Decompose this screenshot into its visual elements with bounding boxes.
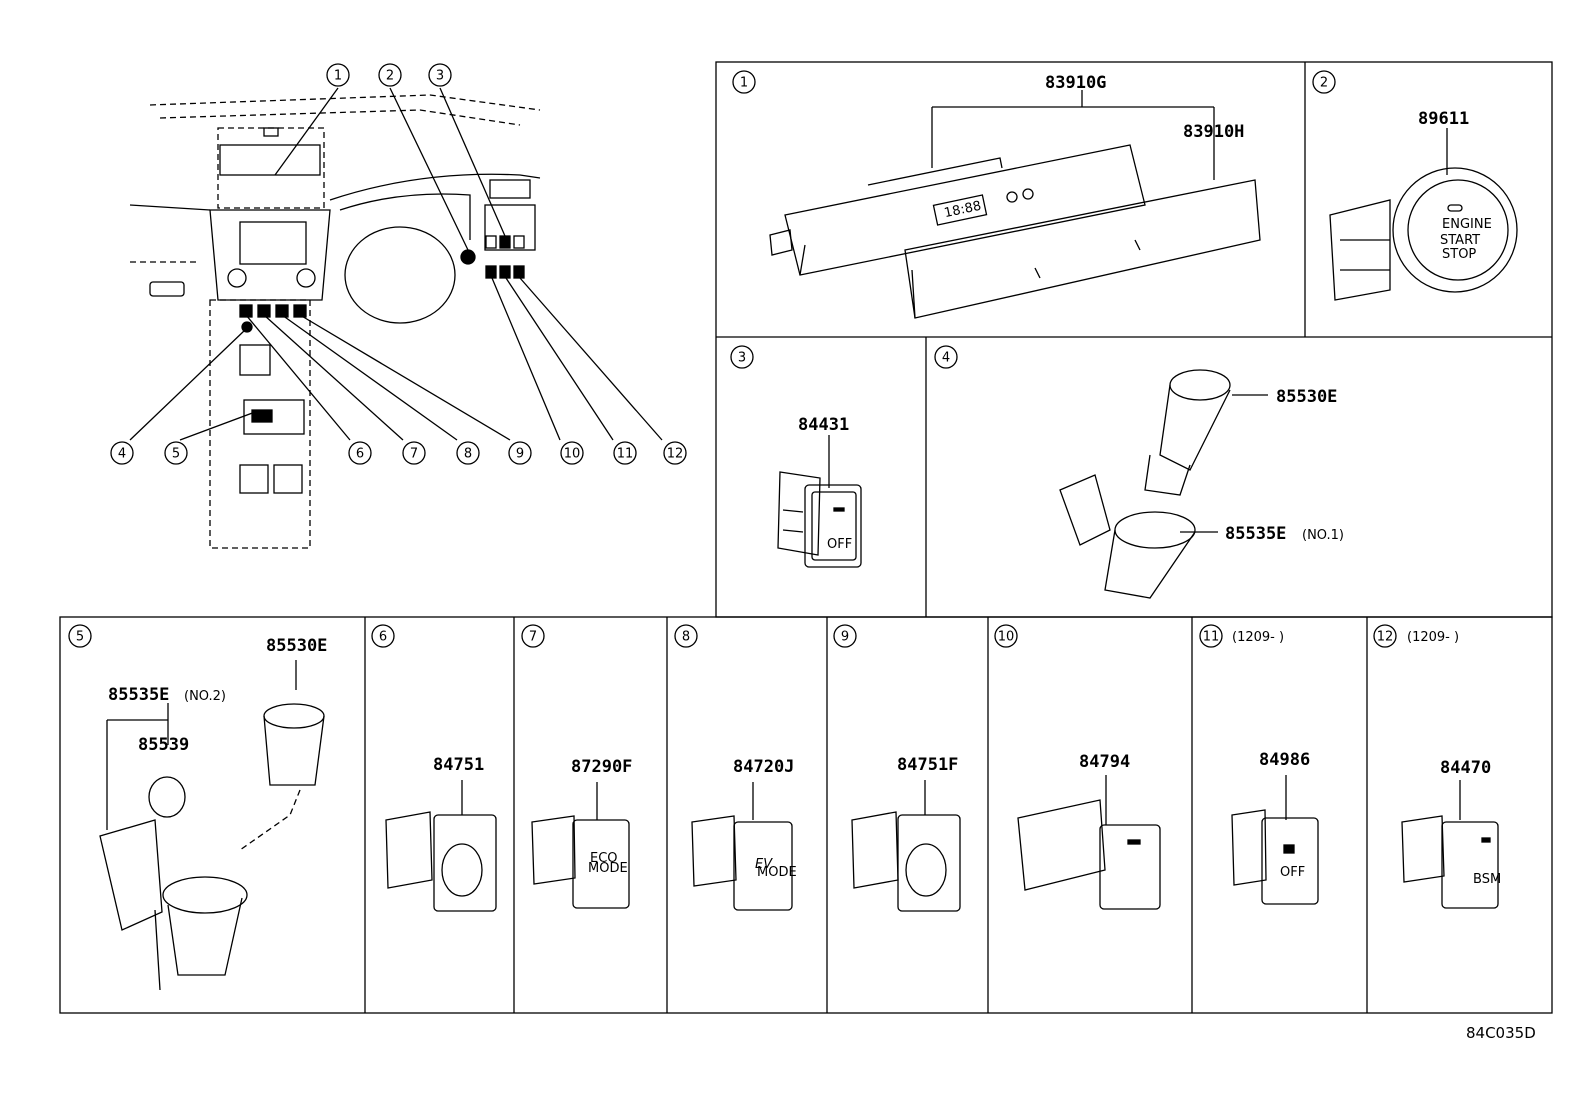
panel-3-illustration bbox=[777, 435, 862, 568]
part-number: 84470 bbox=[1440, 758, 1491, 778]
overview-callout: 7 bbox=[402, 441, 426, 465]
panel-callout: 10 bbox=[994, 624, 1018, 648]
panel-callout: 1 bbox=[732, 70, 756, 94]
part-note: (NO.2) bbox=[184, 689, 226, 704]
panel-callout: 3 bbox=[730, 345, 754, 369]
part-number: 84720J bbox=[733, 757, 794, 777]
switch-label: MODE bbox=[588, 861, 628, 876]
overview-callout: 11 bbox=[613, 441, 637, 465]
callout-number: 11 bbox=[1203, 630, 1220, 645]
part-number: 84751F bbox=[897, 755, 958, 775]
callout-number: 5 bbox=[76, 630, 84, 645]
panel-callout: 2 bbox=[1312, 70, 1336, 94]
overview-callout: 3 bbox=[428, 63, 452, 87]
switch-label: EV bbox=[755, 857, 773, 872]
button-label: START bbox=[1440, 233, 1480, 248]
callout-number: 2 bbox=[386, 69, 394, 84]
button-label: STOP bbox=[1442, 247, 1476, 262]
display-readout: 18:88 bbox=[943, 199, 983, 221]
callout-number: 4 bbox=[118, 447, 126, 462]
panel-callout: 5 bbox=[68, 624, 92, 648]
part-number: 84431 bbox=[798, 415, 849, 435]
callout-number: 6 bbox=[356, 447, 364, 462]
date-range: (1209- ) bbox=[1232, 630, 1284, 645]
panel-callout: 4 bbox=[934, 345, 958, 369]
overview-callout: 9 bbox=[508, 441, 532, 465]
panel-callout: 8 bbox=[674, 624, 698, 648]
switch-label: MODE bbox=[757, 865, 797, 880]
part-number: 89611 bbox=[1418, 109, 1469, 129]
panel-4-illustration bbox=[1059, 369, 1268, 599]
switch-label: BSM bbox=[1473, 872, 1501, 887]
panel-callout: 12 bbox=[1373, 624, 1397, 648]
overview-callout: 5 bbox=[164, 441, 188, 465]
part-number: 85530E bbox=[1276, 387, 1337, 407]
callout-number: 3 bbox=[738, 351, 746, 366]
callout-number: 2 bbox=[1320, 76, 1328, 91]
overview-callout: 12 bbox=[663, 441, 687, 465]
callout-number: 9 bbox=[841, 630, 849, 645]
switch-sketches bbox=[385, 775, 1499, 912]
overview-callout: 8 bbox=[456, 441, 480, 465]
panel-2-illustration bbox=[1329, 128, 1518, 301]
switch-label: ECO bbox=[590, 851, 618, 866]
part-number: 85535E bbox=[108, 685, 169, 705]
part-number: 84751 bbox=[433, 755, 484, 775]
panel-1-illustration bbox=[769, 90, 1261, 319]
callout-number: 12 bbox=[1377, 630, 1394, 645]
panel-5-illustration bbox=[99, 660, 325, 991]
part-number: 84794 bbox=[1079, 752, 1130, 772]
callout-number: 10 bbox=[998, 630, 1015, 645]
switch-label: OFF bbox=[1280, 865, 1305, 880]
overview-callout: 2 bbox=[378, 63, 402, 87]
callout-number: 7 bbox=[529, 630, 537, 645]
callout-number: 8 bbox=[682, 630, 690, 645]
illustration-code: 84C035D bbox=[1466, 1024, 1536, 1042]
callout-number: 11 bbox=[617, 447, 634, 462]
panel-callout: 7 bbox=[521, 624, 545, 648]
part-number: 87290F bbox=[571, 757, 632, 777]
part-number: 85535E bbox=[1225, 524, 1286, 544]
panel-callout: 6 bbox=[371, 624, 395, 648]
part-note: (NO.1) bbox=[1302, 528, 1344, 543]
callout-number: 9 bbox=[516, 447, 524, 462]
callout-number: 4 bbox=[942, 351, 950, 366]
callout-number: 12 bbox=[667, 447, 684, 462]
part-number: 83910G bbox=[1045, 73, 1106, 93]
overview-callout: 1 bbox=[326, 63, 350, 87]
dashboard-overview bbox=[129, 87, 663, 549]
panel-callout: 11 bbox=[1199, 624, 1223, 648]
callout-number: 1 bbox=[334, 69, 342, 84]
panel-callout: 9 bbox=[833, 624, 857, 648]
callout-number: 5 bbox=[172, 447, 180, 462]
date-range: (1209- ) bbox=[1407, 630, 1459, 645]
overview-callout: 4 bbox=[110, 441, 134, 465]
panel-frames bbox=[59, 61, 1553, 1014]
part-number: 85530E bbox=[266, 636, 327, 656]
overview-callout: 6 bbox=[348, 441, 372, 465]
button-label: ENGINE bbox=[1442, 217, 1492, 232]
overview-callout: 10 bbox=[560, 441, 584, 465]
callout-number: 3 bbox=[436, 69, 444, 84]
callout-number: 8 bbox=[464, 447, 472, 462]
switch-label: OFF bbox=[827, 537, 852, 552]
callout-number: 6 bbox=[379, 630, 387, 645]
callout-number: 7 bbox=[410, 447, 418, 462]
callout-number: 10 bbox=[564, 447, 581, 462]
part-number: 84986 bbox=[1259, 750, 1310, 770]
part-number: 83910H bbox=[1183, 122, 1244, 142]
callout-number: 1 bbox=[740, 76, 748, 91]
part-number: 85539 bbox=[138, 735, 189, 755]
